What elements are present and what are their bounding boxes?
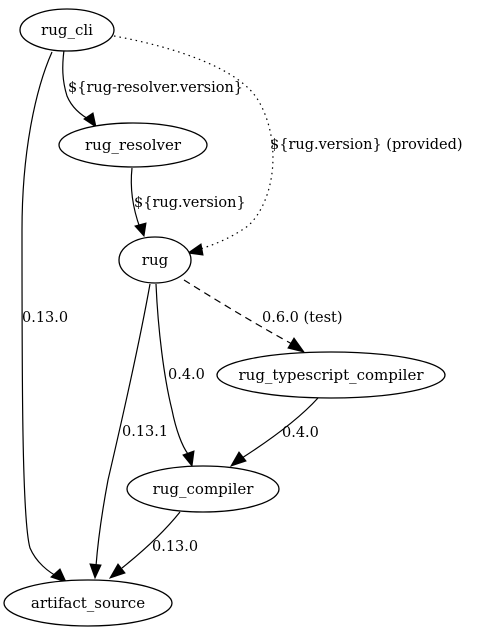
edge-rug-compiler-to-artifact-source: 0.13.0 bbox=[108, 511, 198, 579]
edge-label: 0.13.0 bbox=[22, 310, 68, 326]
edge-label: 0.13.0 bbox=[152, 539, 198, 555]
edge-label: ${rug.version} bbox=[134, 195, 246, 211]
node-label: rug_compiler bbox=[153, 480, 255, 498]
edge-rug-cli-to-rug-resolver: ${rug-resolver.version} bbox=[62, 49, 243, 129]
edge-label: 0.6.0 (test) bbox=[262, 310, 343, 326]
node-rug-resolver: rug_resolver bbox=[58, 122, 208, 168]
node-label: rug_typescript_compiler bbox=[238, 366, 424, 384]
edge-label: ${rug-resolver.version} bbox=[68, 80, 243, 96]
node-label: rug_resolver bbox=[85, 136, 182, 154]
edge-label: ${rug.version} (provided) bbox=[270, 137, 463, 153]
edge-rug-to-rug-typescript-compiler: 0.6.0 (test) bbox=[183, 279, 343, 353]
edge-rug-typescript-compiler-to-rug-compiler: 0.4.0 bbox=[229, 397, 319, 467]
node-label: rug_cli bbox=[41, 21, 93, 39]
edge-label: 0.13.1 bbox=[122, 424, 168, 440]
edge-rug-to-rug-compiler: 0.4.0 bbox=[155, 283, 205, 468]
node-label: artifact_source bbox=[31, 594, 145, 612]
node-label: rug bbox=[142, 251, 169, 269]
node-rug-compiler: rug_compiler bbox=[126, 465, 280, 513]
edge-rug-resolver-to-rug: ${rug.version} bbox=[130, 167, 246, 238]
edge-rug-to-artifact-source: 0.13.1 bbox=[89, 283, 168, 580]
edge-rug-cli-to-artifact-source: 0.13.0 bbox=[21, 51, 68, 583]
node-artifact-source: artifact_source bbox=[3, 579, 173, 627]
edge-label: 0.4.0 bbox=[282, 425, 319, 441]
edge-label: 0.4.0 bbox=[168, 367, 205, 383]
edge-rug-cli-to-rug: ${rug.version} (provided) bbox=[113, 35, 463, 256]
node-rug-typescript-compiler: rug_typescript_compiler bbox=[216, 351, 446, 399]
node-rug-cli: rug_cli bbox=[19, 8, 115, 52]
node-rug: rug bbox=[118, 236, 192, 284]
